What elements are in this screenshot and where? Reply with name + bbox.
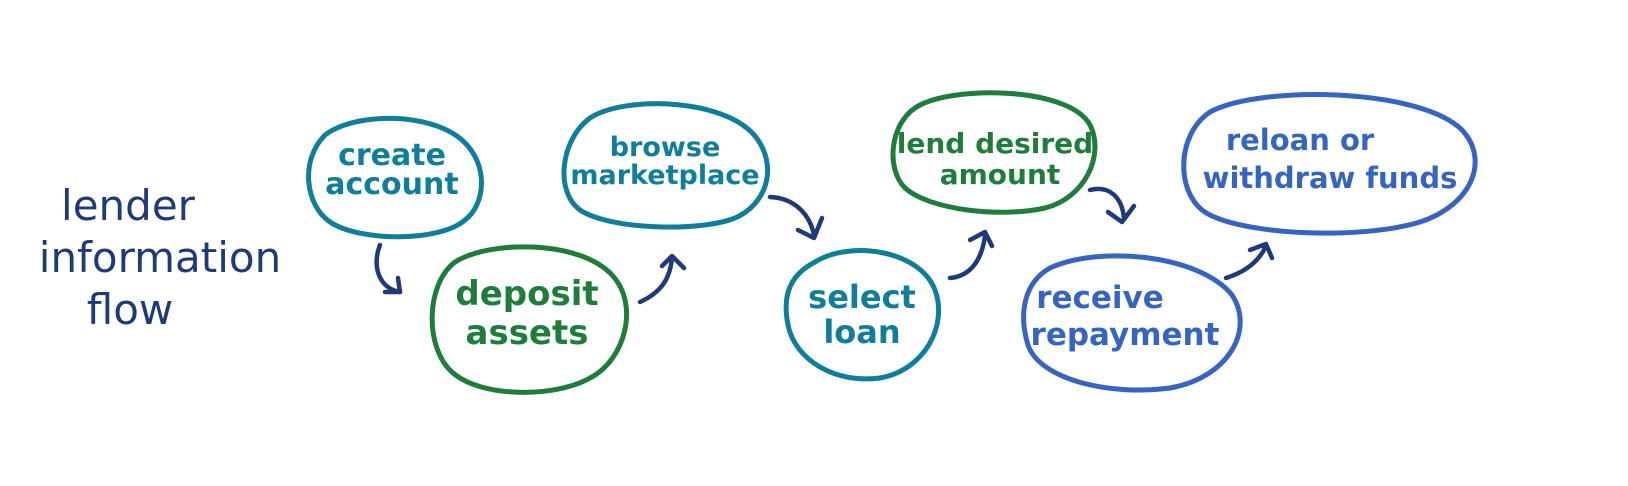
- step-reloan-or-withdraw-funds-label-2: withdraw funds: [1203, 161, 1458, 195]
- step-deposit-assets-label-1: deposit: [455, 274, 598, 314]
- step-create-account-outline: [306, 115, 484, 240]
- arrow-receive-to-reloan-curve: [1223, 245, 1268, 281]
- arrow-create-to-deposit-head: [382, 275, 403, 295]
- arrow-browse-to-select-curve: [767, 194, 817, 238]
- step-browse-marketplace-outline: [561, 101, 770, 230]
- arrow-create-to-deposit: [374, 242, 403, 295]
- step-select-loan-label-1: select: [808, 278, 916, 316]
- arrow-lend-to-receive-curve: [1087, 186, 1127, 221]
- connector-arrows: [374, 186, 1275, 305]
- step-lend-desired-amount-outline: [890, 90, 1098, 215]
- step-deposit-assets: deposit assets: [429, 244, 630, 395]
- diagram-title: lender information flow: [39, 181, 281, 334]
- arrow-create-to-deposit-curve: [374, 242, 403, 295]
- step-browse-marketplace-label-1: browse: [610, 132, 721, 163]
- step-receive-repayment-outline: [1021, 253, 1243, 393]
- arrow-select-to-lend: [947, 229, 995, 281]
- arrow-select-to-lend-curve: [947, 233, 988, 281]
- step-reloan-or-withdraw-funds: reloan or withdraw funds: [1181, 92, 1478, 236]
- step-browse-marketplace-label-2: marketplace: [570, 160, 759, 191]
- arrow-deposit-to-browse-head: [659, 253, 687, 271]
- arrow-browse-to-select-head: [795, 215, 825, 241]
- arrow-browse-to-select: [767, 194, 825, 241]
- step-deposit-assets-label-2: assets: [466, 313, 589, 353]
- arrow-lend-to-receive-head: [1105, 203, 1137, 225]
- arrow-lend-to-receive: [1087, 186, 1137, 225]
- step-receive-repayment-label-1: receive: [1036, 280, 1164, 316]
- step-lend-desired-amount-label-1: lend desired: [897, 127, 1093, 160]
- step-browse-marketplace: browse marketplace: [561, 101, 770, 230]
- step-deposit-assets-outline: [429, 244, 630, 395]
- title-line-2: information: [39, 233, 281, 282]
- step-reloan-or-withdraw-funds-outline: [1181, 92, 1478, 236]
- step-create-account-label-1: create: [338, 138, 446, 173]
- step-create-account-label-2: account: [325, 167, 458, 202]
- step-select-loan-outline: [783, 248, 942, 382]
- step-lend-desired-amount-label-2: amount: [940, 158, 1061, 191]
- arrow-receive-to-reloan: [1223, 241, 1275, 281]
- title-line-1: lender: [61, 181, 196, 230]
- step-lend-desired-amount: lend desired amount: [890, 90, 1098, 215]
- step-create-account: create account: [306, 115, 484, 240]
- arrow-receive-to-reloan-head: [1247, 241, 1275, 261]
- step-select-loan: select loan: [783, 248, 942, 382]
- step-reloan-or-withdraw-funds-label-1: reloan or: [1226, 123, 1375, 157]
- arrow-deposit-to-browse-curve: [637, 255, 675, 305]
- step-select-loan-label-2: loan: [823, 313, 900, 351]
- step-receive-repayment: receive repayment: [1021, 253, 1243, 393]
- step-receive-repayment-label-2: repayment: [1031, 317, 1220, 353]
- arrow-deposit-to-browse: [637, 253, 687, 305]
- arrow-select-to-lend-head: [967, 229, 995, 249]
- title-line-3: flow: [87, 285, 174, 334]
